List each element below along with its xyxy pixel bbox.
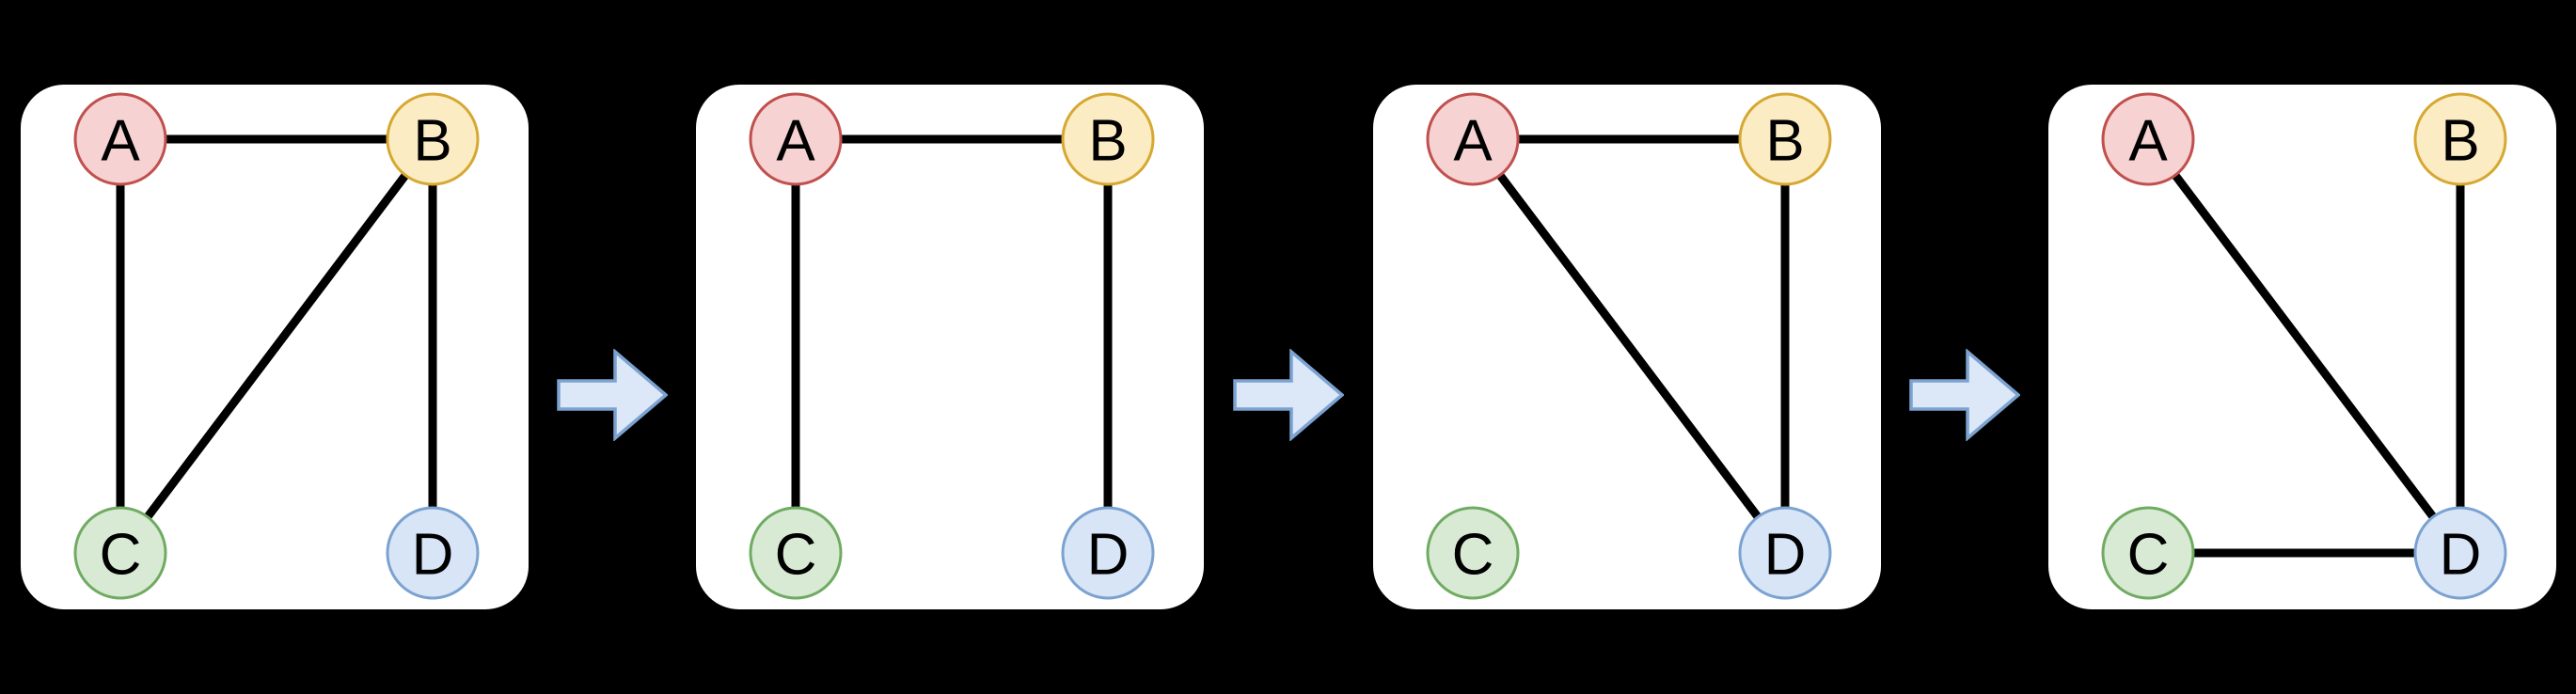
- graph-node-b[interactable]: B: [1061, 92, 1155, 186]
- node-label-a: A: [776, 109, 815, 174]
- graph-panel-3: A B C D: [1373, 85, 1881, 609]
- node-label-c: C: [100, 523, 142, 588]
- graph-node-c[interactable]: C: [73, 506, 167, 600]
- right-block-arrow-icon: [557, 349, 668, 441]
- node-circle-c: [749, 506, 843, 600]
- node-circle-b: [1738, 92, 1832, 186]
- graph-node-d[interactable]: D: [2413, 506, 2507, 600]
- node-group: A B C D: [749, 92, 1155, 600]
- node-circle-d: [2413, 506, 2507, 600]
- graph-node-d[interactable]: D: [1738, 506, 1832, 600]
- graph-node-d[interactable]: D: [386, 506, 480, 600]
- node-label-c: C: [775, 523, 817, 588]
- node-label-b: B: [1765, 109, 1804, 174]
- node-label-b: B: [1088, 109, 1127, 174]
- node-label-d: D: [1764, 523, 1807, 588]
- edge-A-D: [1496, 172, 1762, 520]
- node-circle-b: [386, 92, 480, 186]
- graph-node-a[interactable]: A: [749, 92, 843, 186]
- edge-group: [1496, 134, 1790, 520]
- graph-canvas-4: A B C D: [2101, 92, 2507, 600]
- node-label-a: A: [2128, 109, 2168, 174]
- node-circle-b: [2413, 92, 2507, 186]
- node-circle-d: [386, 506, 480, 600]
- graph-panel-2: A B C D: [696, 85, 1204, 609]
- node-circle-a: [73, 92, 167, 186]
- right-block-arrow-icon: [1909, 349, 2020, 441]
- transition-arrow-1: [557, 349, 668, 441]
- graph-node-d[interactable]: D: [1061, 506, 1155, 600]
- graph-node-b[interactable]: B: [2413, 92, 2507, 186]
- graph-node-b[interactable]: B: [386, 92, 480, 186]
- node-label-d: D: [412, 523, 454, 588]
- node-group: A B C D: [73, 92, 480, 600]
- node-label-a: A: [1453, 109, 1493, 174]
- graph-canvas-2: A B C D: [749, 92, 1155, 600]
- edge-group: [2172, 172, 2465, 558]
- graph-node-a[interactable]: A: [2101, 92, 2195, 186]
- edge-A-D: [2172, 172, 2437, 520]
- node-circle-b: [1061, 92, 1155, 186]
- arrow-shape: [557, 349, 668, 441]
- right-block-arrow-icon: [1233, 349, 1344, 441]
- node-label-c: C: [2127, 523, 2170, 588]
- edge-group: [116, 134, 437, 520]
- node-circle-a: [749, 92, 843, 186]
- node-circle-a: [2101, 92, 2195, 186]
- graph-canvas-1: A B C D: [73, 92, 480, 600]
- node-label-b: B: [2441, 109, 2479, 174]
- graph-node-b[interactable]: B: [1738, 92, 1832, 186]
- graph-canvas-3: A B C D: [1426, 92, 1832, 600]
- node-circle-c: [73, 506, 167, 600]
- arrow-shape: [1909, 349, 2020, 441]
- node-label-d: D: [2440, 523, 2482, 588]
- node-label-a: A: [101, 109, 140, 174]
- node-group: A B C D: [1426, 92, 1832, 600]
- edge-group: [791, 134, 1113, 508]
- node-circle-c: [2101, 506, 2195, 600]
- edge-B-C: [144, 172, 409, 520]
- node-circle-a: [1426, 92, 1520, 186]
- node-circle-c: [1426, 506, 1520, 600]
- arrow-shape: [1233, 349, 1344, 441]
- graph-node-a[interactable]: A: [73, 92, 167, 186]
- graph-node-c[interactable]: C: [749, 506, 843, 600]
- node-circle-d: [1061, 506, 1155, 600]
- graph-node-a[interactable]: A: [1426, 92, 1520, 186]
- node-label-c: C: [1452, 523, 1494, 588]
- node-group: A B C D: [2101, 92, 2507, 600]
- graph-node-c[interactable]: C: [2101, 506, 2195, 600]
- node-label-d: D: [1087, 523, 1130, 588]
- graph-node-c[interactable]: C: [1426, 506, 1520, 600]
- transition-arrow-3: [1909, 349, 2020, 441]
- transition-arrow-2: [1233, 349, 1344, 441]
- node-circle-d: [1738, 506, 1832, 600]
- node-label-b: B: [413, 109, 451, 174]
- graph-panel-4: A B C D: [2048, 85, 2556, 609]
- graph-panel-1: A B C D: [21, 85, 529, 609]
